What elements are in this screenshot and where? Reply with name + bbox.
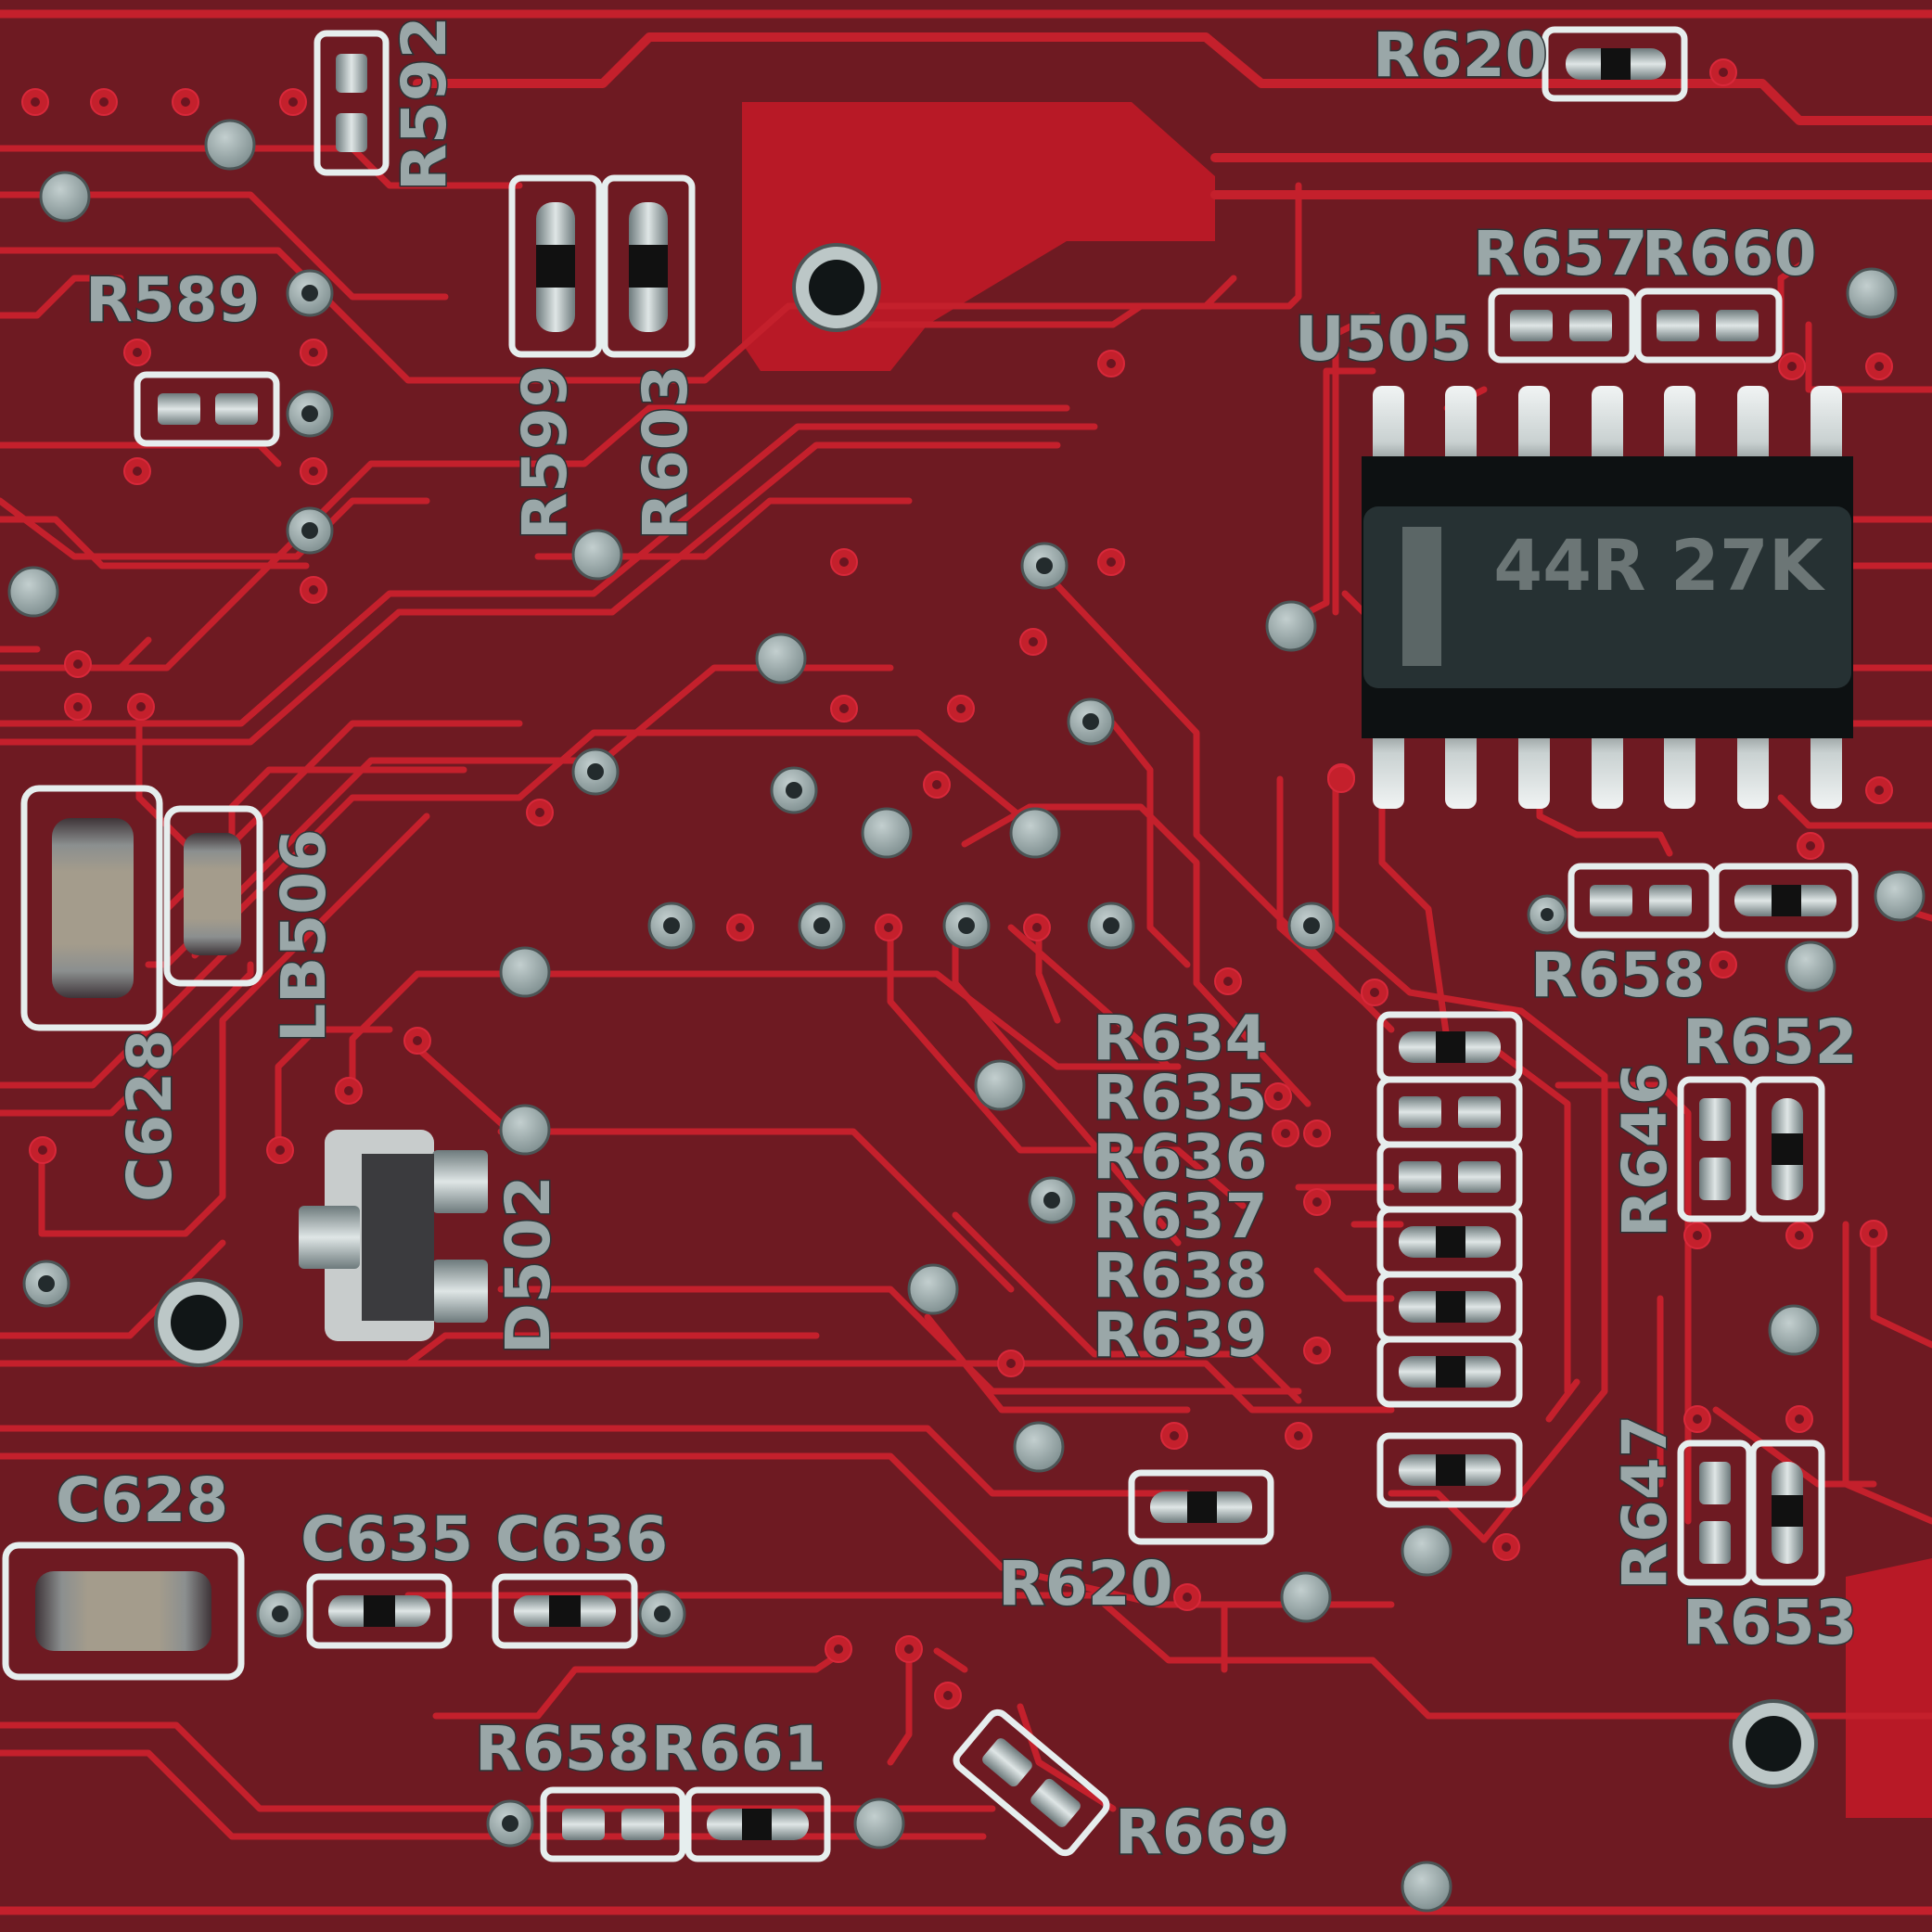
resistor-r658-right-b[interactable] <box>1712 863 1859 939</box>
label-c636: C636 <box>495 1503 668 1575</box>
label-r620-mid: R620 <box>998 1548 1173 1619</box>
resistor-r589[interactable] <box>134 371 280 447</box>
label-r669: R669 <box>1115 1797 1290 1868</box>
resistor-r620-top[interactable] <box>1542 26 1688 102</box>
label-r635: R635 <box>1093 1062 1268 1133</box>
resistor-r658-right-a[interactable] <box>1567 863 1716 939</box>
label-u505: U505 <box>1295 303 1472 375</box>
label-d502: D502 <box>493 1175 564 1354</box>
label-r634: R634 <box>1093 1003 1268 1074</box>
label-r646: R646 <box>1609 1062 1681 1237</box>
resistor-r634 <box>1376 1011 1523 1083</box>
label-r658-bottom: R658 <box>475 1713 650 1785</box>
label-r661: R661 <box>651 1713 826 1785</box>
resistor-r669[interactable] <box>953 1708 1110 1857</box>
resistor-r660[interactable] <box>1634 288 1783 364</box>
resistor-r620-mid[interactable] <box>1128 1469 1274 1545</box>
label-r639: R639 <box>1093 1299 1268 1371</box>
label-c628-upper: C628 <box>114 1030 186 1202</box>
label-r636: R636 <box>1093 1121 1268 1193</box>
resistor-r647[interactable] <box>1677 1439 1753 1586</box>
resistor-array-r634-r639[interactable] <box>1376 1011 1523 1408</box>
resistor-r603[interactable] <box>601 174 696 358</box>
diode-d502[interactable] <box>299 1130 488 1341</box>
capacitor-c628-upper[interactable] <box>20 785 163 1031</box>
label-lb506: LB506 <box>268 829 339 1043</box>
ic-pin1-marker <box>1402 527 1441 666</box>
resistor-r657[interactable] <box>1488 288 1636 364</box>
resistor-r661[interactable] <box>685 1786 831 1862</box>
label-r589: R589 <box>85 264 261 336</box>
test-pads <box>7 119 1926 1913</box>
label-r603: R603 <box>630 365 701 540</box>
resistor-r599[interactable] <box>508 174 603 358</box>
label-r638: R638 <box>1093 1240 1268 1311</box>
label-c635: C635 <box>301 1503 473 1575</box>
resistor-r639 <box>1376 1336 1523 1408</box>
resistor-r658-bottom[interactable] <box>540 1786 686 1862</box>
ic-marking: 44R 27K <box>1493 524 1826 607</box>
label-r637: R637 <box>1093 1181 1268 1252</box>
plated-vias <box>22 269 1567 1848</box>
resistor-r653[interactable] <box>1749 1439 1825 1586</box>
label-r620-top: R620 <box>1373 19 1548 91</box>
label-r660: R660 <box>1642 218 1817 289</box>
resistor-r646[interactable] <box>1677 1076 1753 1222</box>
resistor-r636 <box>1376 1141 1523 1213</box>
label-r647: R647 <box>1609 1414 1681 1590</box>
label-r657: R657 <box>1473 218 1648 289</box>
resistor-unlabeled-stack[interactable] <box>1376 1432 1523 1508</box>
label-r592: R592 <box>389 16 460 191</box>
label-r652: R652 <box>1683 1006 1858 1078</box>
mounting-holes <box>154 243 1818 1788</box>
resistor-r652[interactable] <box>1749 1076 1825 1222</box>
capacitor-c628-lower[interactable] <box>2 1542 245 1681</box>
silkscreen-labels: R620 R592 R589 R599 R603 R657 R660 U505 … <box>55 15 1860 1870</box>
inductor-lb506[interactable] <box>163 805 263 987</box>
resistor-r637 <box>1376 1206 1523 1278</box>
label-r653: R653 <box>1683 1587 1858 1658</box>
label-r599: R599 <box>509 365 581 540</box>
ic-u505[interactable]: 44R 27K <box>1362 386 1853 809</box>
capacitor-c635[interactable] <box>306 1573 453 1649</box>
label-r658-right: R658 <box>1530 940 1706 1011</box>
small-vias <box>21 58 1893 1709</box>
traces <box>0 9 1932 1915</box>
capacitor-c636[interactable] <box>492 1573 638 1649</box>
label-c628-lower: C628 <box>56 1465 228 1536</box>
resistor-r592[interactable] <box>313 30 390 176</box>
